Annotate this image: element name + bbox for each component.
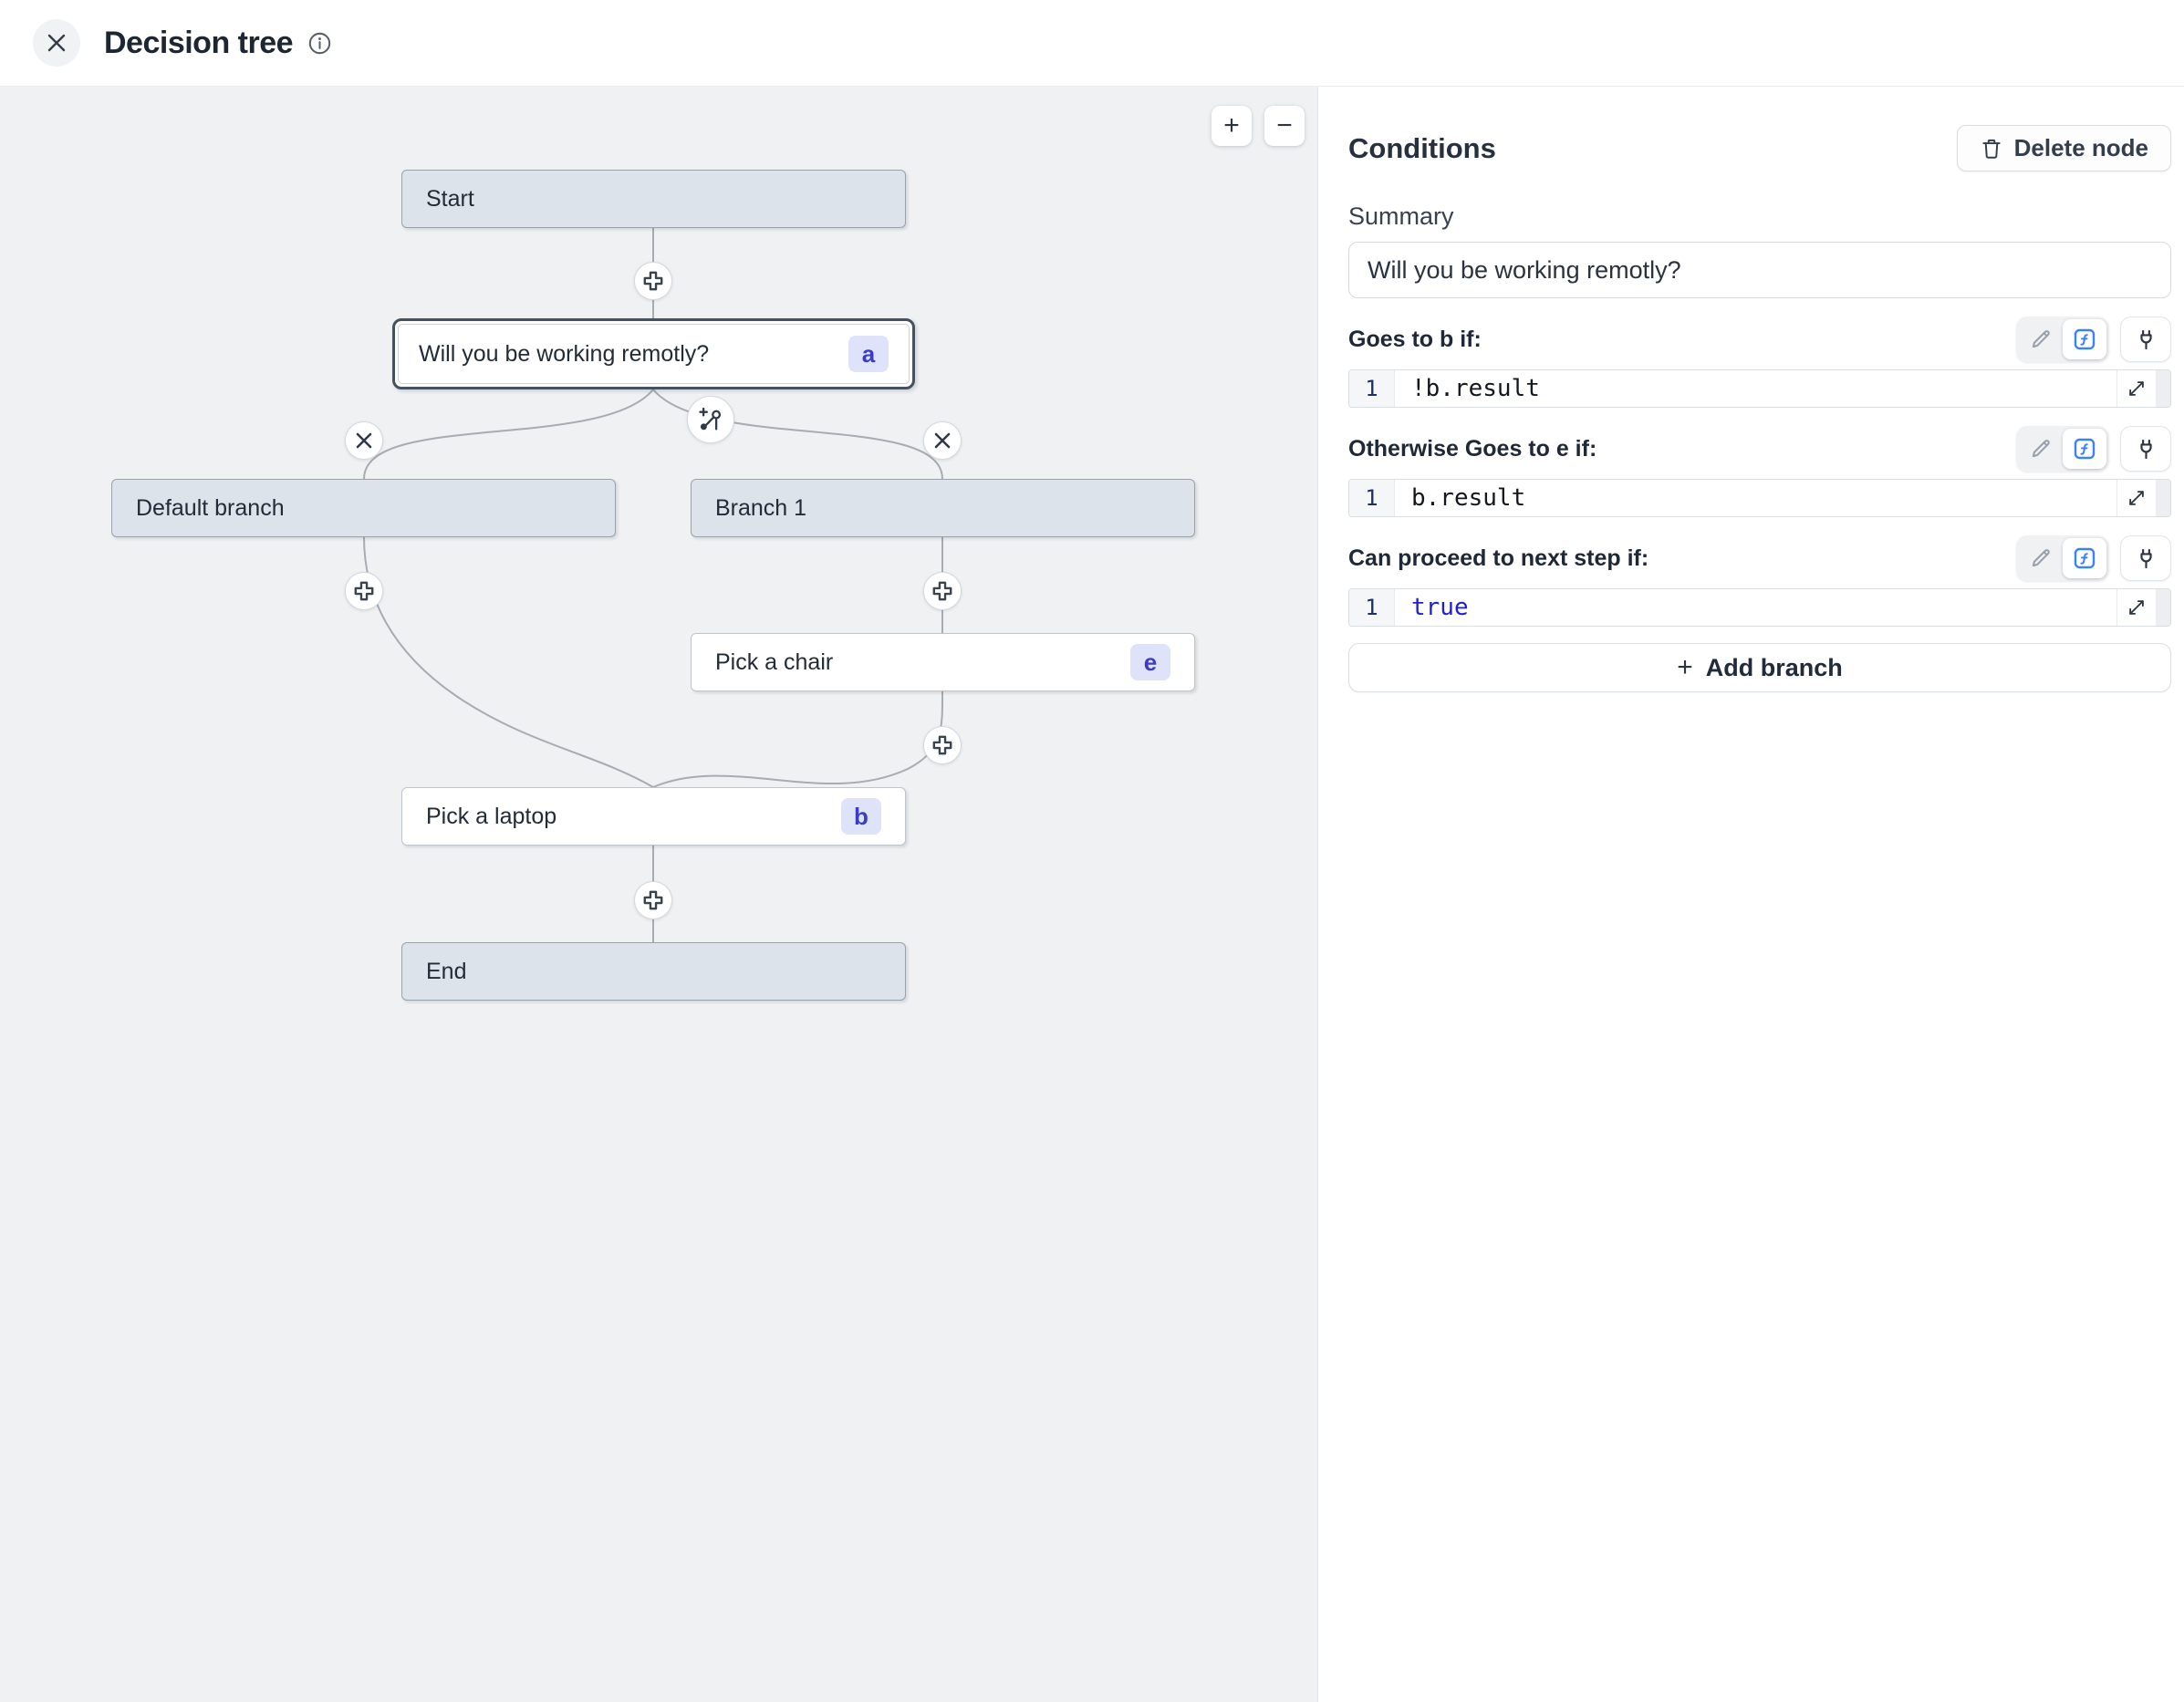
condition-label: Otherwise Goes to e if:	[1348, 436, 1597, 462]
plus-icon	[931, 733, 954, 757]
plus-icon	[931, 579, 954, 603]
connector-button[interactable]	[2120, 535, 2171, 581]
condition-section-can-proceed: Can proceed to next step if:	[1348, 535, 2171, 627]
editor-scroll-track	[2154, 589, 2170, 626]
pencil-icon	[2029, 437, 2053, 461]
pencil-icon	[2029, 546, 2053, 570]
editor-scroll-track	[2154, 480, 2170, 516]
minus-icon: −	[1276, 110, 1293, 140]
x-icon	[355, 431, 373, 450]
remove-branch-button[interactable]	[345, 421, 383, 460]
expand-icon	[2127, 379, 2147, 399]
node-question-selected[interactable]: Will you be working remotly? a	[392, 318, 915, 389]
node-badge: a	[848, 336, 889, 372]
condition-label: Can proceed to next step if:	[1348, 545, 1649, 571]
expand-editor-button[interactable]	[2117, 589, 2156, 626]
node-pick-a-laptop[interactable]: Pick a laptop b	[401, 787, 906, 846]
expand-editor-button[interactable]	[2117, 370, 2156, 407]
condition-section-goes-to-b: Goes to b if:	[1348, 317, 2171, 408]
node-label: Start	[426, 185, 474, 212]
line-number: 1	[1349, 589, 1395, 626]
expand-icon	[2127, 597, 2147, 617]
code-mode-button[interactable]	[2063, 538, 2106, 578]
add-step-button[interactable]	[923, 572, 962, 610]
code-editor-can-proceed[interactable]: 1 true	[1348, 588, 2171, 627]
add-branch-button[interactable]: + Add branch	[1348, 643, 2171, 692]
add-branch-label: Add branch	[1705, 653, 1843, 681]
plus-icon: +	[1677, 652, 1693, 682]
plug-icon	[2134, 546, 2158, 571]
condition-label: Goes to b if:	[1348, 327, 1482, 352]
node-label: Will you be working remotly?	[419, 340, 710, 367]
line-number: 1	[1349, 370, 1395, 407]
add-step-button[interactable]	[923, 726, 962, 764]
function-icon	[2072, 545, 2097, 571]
expand-editor-button[interactable]	[2117, 480, 2156, 516]
code-text: !b.result	[1411, 375, 1540, 402]
editor-scroll-track	[2154, 370, 2170, 407]
close-button[interactable]	[33, 19, 80, 67]
plus-icon	[641, 269, 665, 293]
add-step-button[interactable]	[634, 262, 672, 300]
code-mode-button[interactable]	[2063, 319, 2106, 359]
panel-title: Conditions	[1348, 131, 1496, 164]
function-icon	[2072, 436, 2097, 462]
editor-mode-toggle	[2016, 317, 2109, 362]
edit-mode-button[interactable]	[2019, 538, 2063, 578]
plug-icon	[2134, 437, 2158, 462]
plus-icon	[352, 579, 376, 603]
add-step-button[interactable]	[345, 572, 383, 610]
node-label: Branch 1	[715, 494, 807, 521]
code-mode-button[interactable]	[2063, 429, 2106, 469]
node-pick-a-chair[interactable]: Pick a chair e	[691, 633, 1195, 691]
flow-canvas[interactable]: Start Will you be working remotly? a Def…	[0, 87, 1317, 1702]
add-branch-split-button[interactable]	[687, 396, 734, 443]
remove-branch-button[interactable]	[923, 421, 962, 460]
editor-mode-toggle	[2016, 426, 2109, 472]
summary-input[interactable]	[1348, 242, 2171, 298]
code-text: true	[1411, 594, 1469, 621]
line-number: 1	[1349, 480, 1395, 516]
edit-mode-button[interactable]	[2019, 319, 2063, 359]
plus-icon	[641, 888, 665, 912]
node-label: Pick a chair	[715, 649, 834, 675]
connector-button[interactable]	[2120, 426, 2171, 472]
plug-icon	[2134, 327, 2158, 352]
page-title: Decision tree	[104, 25, 294, 60]
branch-plus-icon	[697, 406, 724, 433]
node-badge: e	[1130, 644, 1170, 680]
connector-button[interactable]	[2120, 317, 2171, 362]
zoom-in-button[interactable]: +	[1212, 106, 1252, 146]
condition-section-otherwise-e: Otherwise Goes to e if:	[1348, 426, 2171, 517]
summary-label: Summary	[1348, 202, 1454, 230]
node-badge: b	[841, 798, 881, 835]
function-icon	[2072, 327, 2097, 352]
node-branch-1[interactable]: Branch 1	[691, 479, 1195, 537]
code-text: b.result	[1411, 484, 1526, 512]
node-label: Default branch	[136, 494, 285, 521]
plus-icon: +	[1223, 110, 1240, 140]
node-default-branch[interactable]: Default branch	[111, 479, 616, 537]
trash-icon	[1980, 137, 2003, 161]
x-icon	[933, 431, 952, 450]
code-editor-otherwise-e[interactable]: 1 b.result	[1348, 479, 2171, 517]
pencil-icon	[2029, 327, 2053, 351]
delete-node-button[interactable]: Delete node	[1956, 125, 2171, 171]
code-editor-goes-to-b[interactable]: 1 !b.result	[1348, 369, 2171, 408]
edit-mode-button[interactable]	[2019, 429, 2063, 469]
node-end[interactable]: End	[401, 942, 906, 1001]
expand-icon	[2127, 488, 2147, 508]
app-header: Decision tree	[0, 0, 2184, 87]
node-label: End	[426, 958, 467, 984]
close-icon	[46, 32, 68, 54]
delete-node-label: Delete node	[2013, 134, 2148, 161]
node-label: Pick a laptop	[426, 803, 557, 829]
zoom-out-button[interactable]: −	[1264, 106, 1305, 146]
add-step-button[interactable]	[634, 881, 672, 919]
editor-mode-toggle	[2016, 535, 2109, 581]
conditions-panel: Conditions Delete node Summary Goes to b…	[1317, 87, 2184, 1702]
node-start[interactable]: Start	[401, 170, 906, 228]
info-icon[interactable]	[307, 31, 332, 56]
